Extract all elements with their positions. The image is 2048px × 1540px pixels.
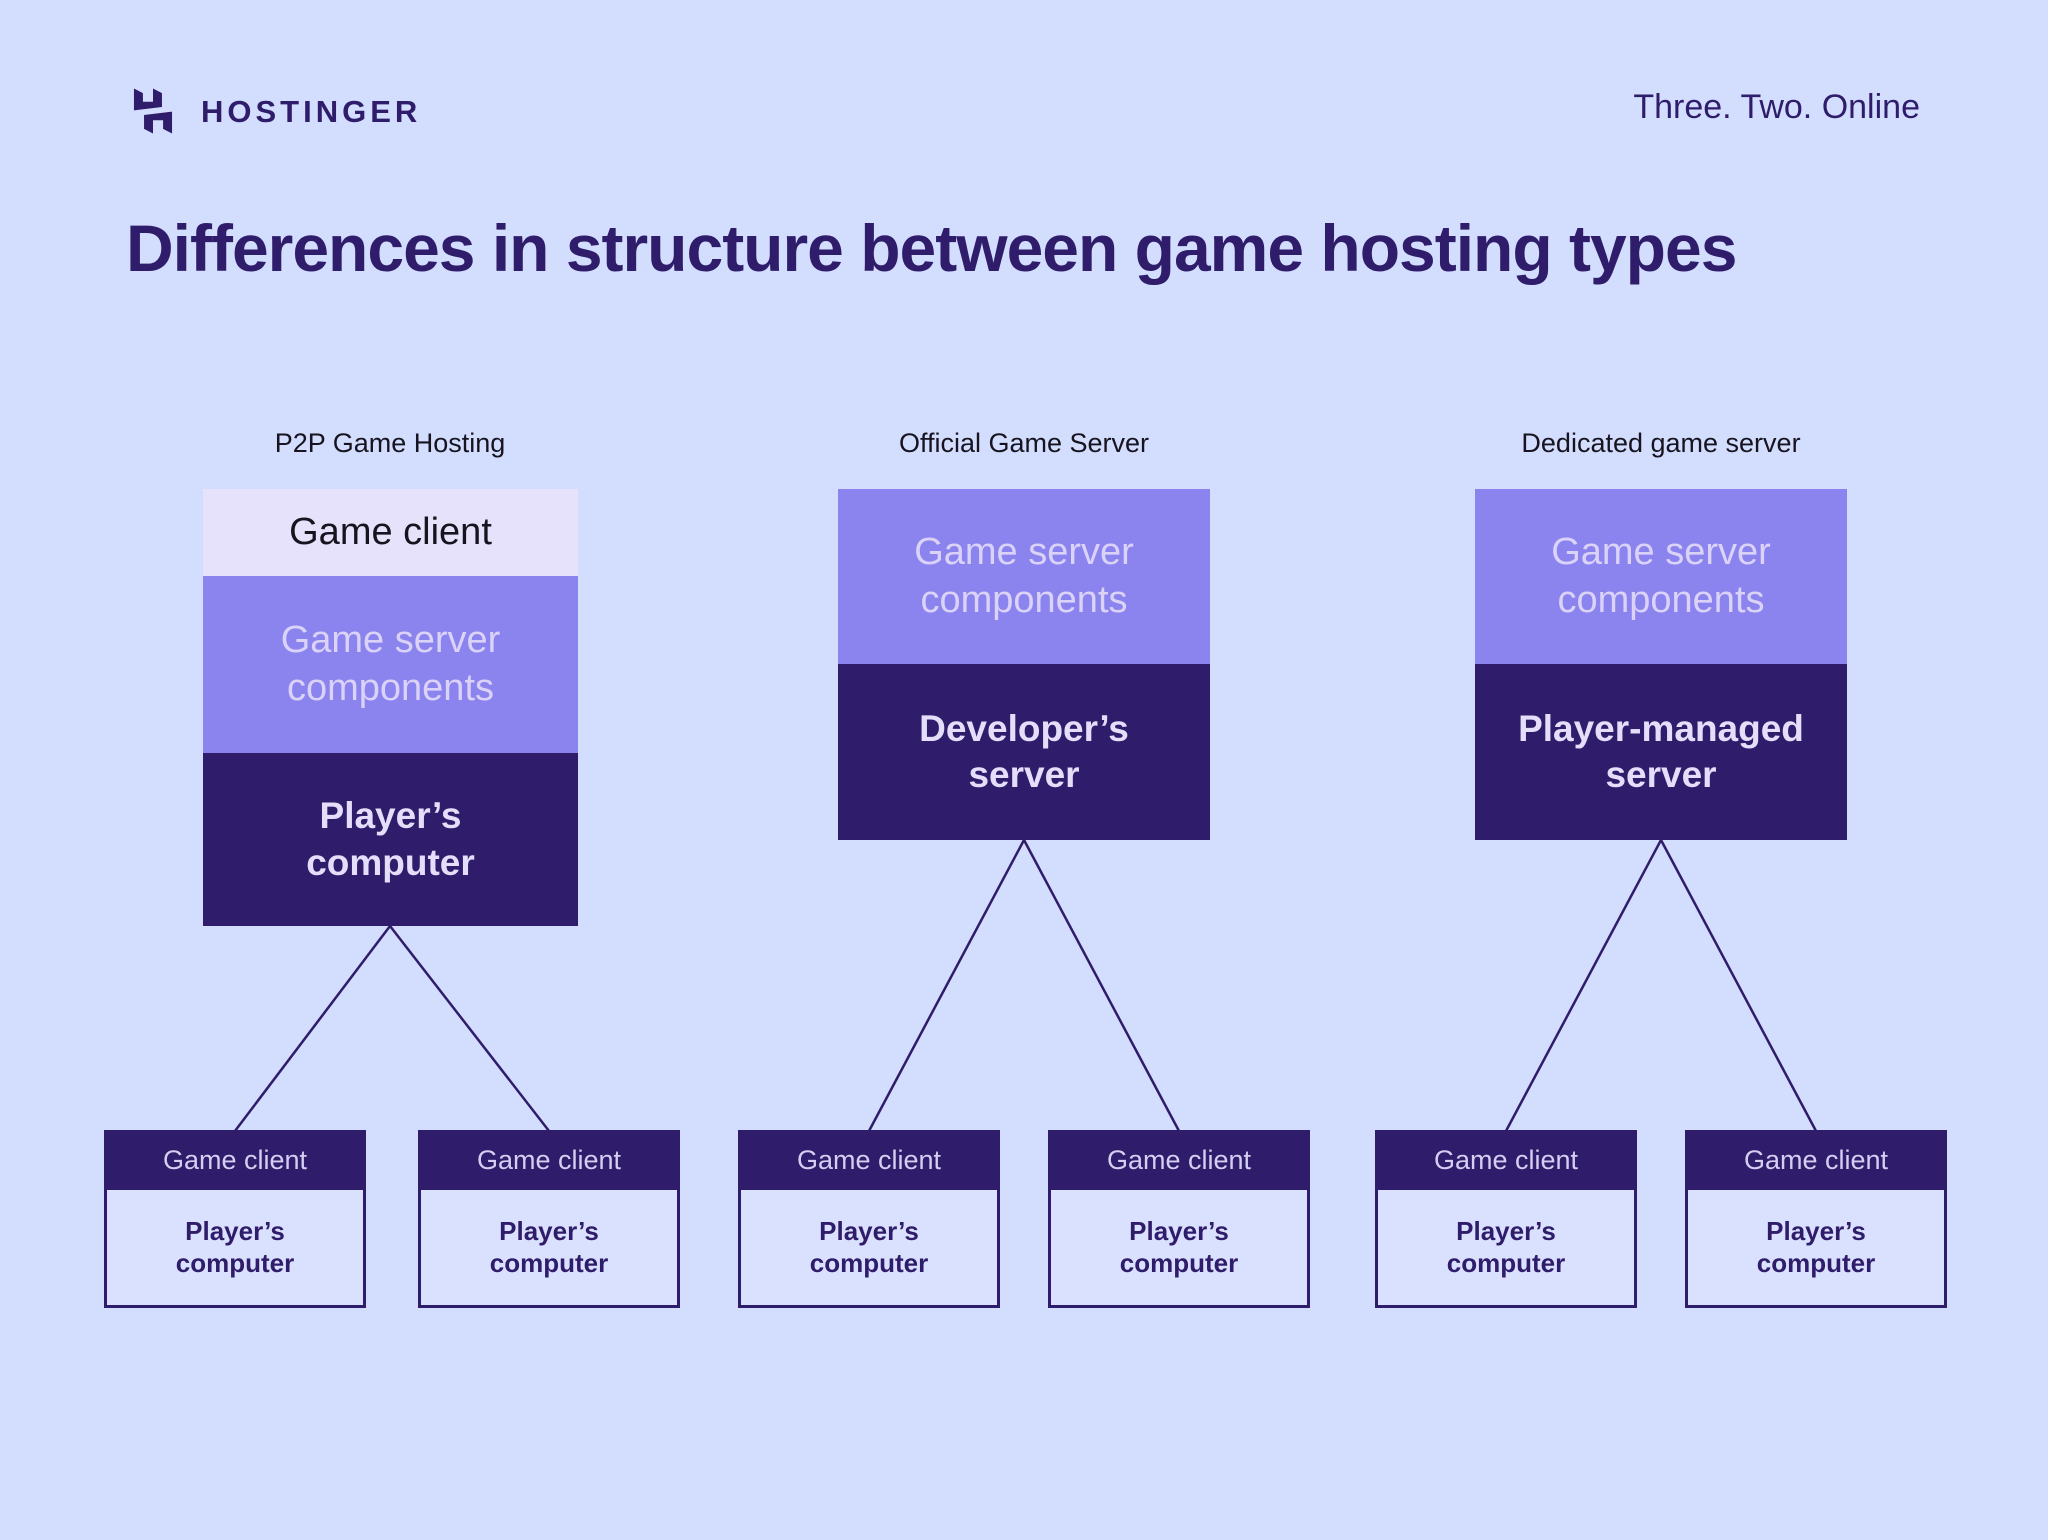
brand-wordmark: HOSTINGER xyxy=(201,94,422,129)
client-box-header: Game client xyxy=(1685,1130,1947,1190)
stack-section-game-server-components: Game server components xyxy=(1475,489,1847,664)
client-box-body: Player’s computer xyxy=(418,1190,680,1308)
stack-official: Game server components Developer’s serve… xyxy=(838,489,1210,840)
stack-section-label: Game client xyxy=(289,511,492,553)
client-box-label: Player’s computer xyxy=(1446,1216,1566,1278)
stack-section-label: Game server components xyxy=(1551,531,1771,621)
column-label-official: Official Game Server xyxy=(898,428,1150,458)
client-box-header: Game client xyxy=(1048,1130,1310,1190)
client-box-header: Game client xyxy=(1375,1130,1637,1190)
client-box: Game client Player’s computer xyxy=(738,1130,1000,1308)
client-box-label: Player’s computer xyxy=(809,1216,929,1278)
client-box: Game client Player’s computer xyxy=(1048,1130,1310,1308)
client-box-body: Player’s computer xyxy=(1375,1190,1637,1308)
stack-section-players-computer: Player’s computer xyxy=(203,753,578,926)
connector-line xyxy=(234,925,391,1132)
stack-section-game-server-components: Game server components xyxy=(203,576,578,753)
stack-section-label: Player’s computer xyxy=(306,795,475,883)
client-box-label: Player’s computer xyxy=(175,1216,295,1278)
client-box: Game client Player’s computer xyxy=(1375,1130,1637,1308)
brand-tagline: Three. Two. Online xyxy=(1633,88,1920,126)
stack-section-label: Game server components xyxy=(914,531,1134,621)
column-label-dedicated: Dedicated game server xyxy=(1521,428,1801,458)
stack-section-label: Game server components xyxy=(280,619,501,709)
client-box-header: Game client xyxy=(738,1130,1000,1190)
client-box: Game client Player’s computer xyxy=(418,1130,680,1308)
connector-line xyxy=(1022,839,1181,1132)
client-box-header: Game client xyxy=(418,1130,680,1190)
stack-dedicated: Game server components Player-managed se… xyxy=(1475,489,1847,840)
client-box-body: Player’s computer xyxy=(738,1190,1000,1308)
stack-section-developers-server: Developer’s server xyxy=(838,664,1210,840)
client-box-body: Player’s computer xyxy=(104,1190,366,1308)
client-box-label: Player’s computer xyxy=(1756,1216,1876,1278)
stack-p2p: Game client Game server components Playe… xyxy=(203,489,578,926)
connector-line xyxy=(867,839,1026,1132)
stack-section-label: Player-managed server xyxy=(1518,707,1804,795)
stack-section-game-client: Game client xyxy=(203,489,578,576)
client-box-body: Player’s computer xyxy=(1048,1190,1310,1308)
connector-line xyxy=(1659,839,1818,1132)
stack-section-player-managed-server: Player-managed server xyxy=(1475,664,1847,840)
client-box-body: Player’s computer xyxy=(1685,1190,1947,1308)
client-box: Game client Player’s computer xyxy=(1685,1130,1947,1308)
stack-section-label: Developer’s server xyxy=(919,707,1129,795)
stack-section-game-server-components: Game server components xyxy=(838,489,1210,664)
column-label-p2p: P2P Game Hosting xyxy=(274,428,506,458)
hostinger-h-icon xyxy=(125,78,181,144)
page-title: Differences in structure between game ho… xyxy=(126,211,1737,285)
client-box-header: Game client xyxy=(104,1130,366,1190)
client-box-label: Player’s computer xyxy=(489,1216,609,1278)
connector-line xyxy=(389,925,550,1132)
connector-line xyxy=(1504,839,1663,1132)
client-box: Game client Player’s computer xyxy=(104,1130,366,1308)
client-box-label: Player’s computer xyxy=(1119,1216,1239,1278)
